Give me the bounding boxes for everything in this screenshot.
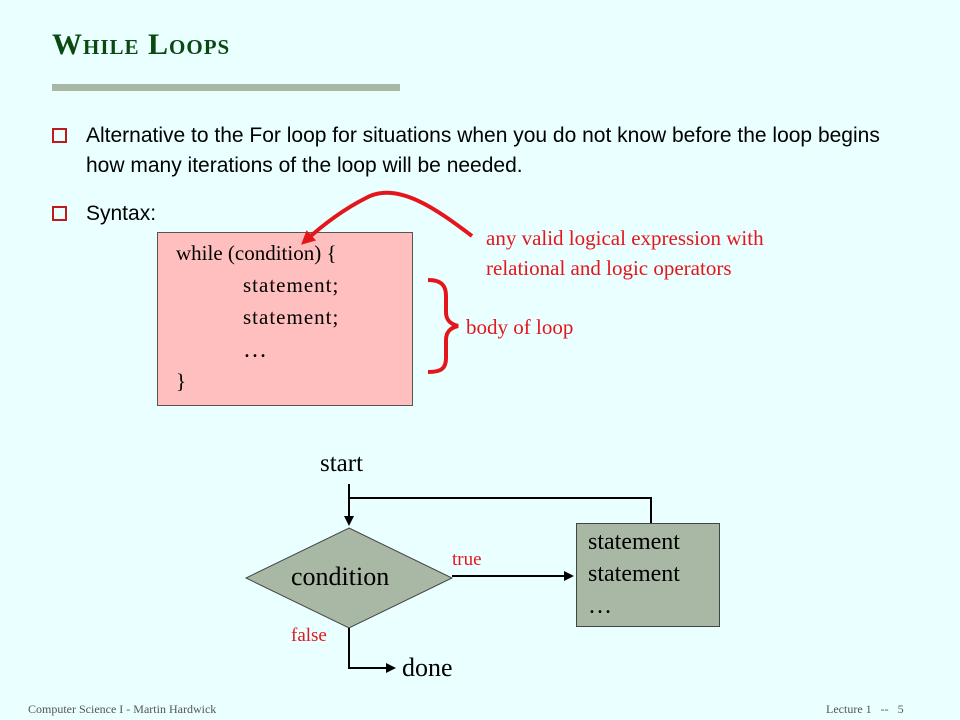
- loop-back-line: [349, 497, 652, 523]
- condition-pointer-arrow: [301, 190, 474, 245]
- footer-lecture: Lecture 1 -- 5: [826, 702, 904, 716]
- title-underline: [52, 84, 400, 91]
- flow-statement-ellipsis: …: [588, 593, 612, 619]
- bullet-text: Syntax:: [86, 202, 157, 225]
- flow-start-label: start: [320, 450, 364, 477]
- flow-false-label: false: [291, 625, 327, 646]
- flow-statement-1: statement: [588, 529, 680, 555]
- flow-done-label: done: [402, 653, 453, 682]
- body-of-loop-note: body of loop: [466, 315, 574, 339]
- checkbox-bullet-icon: [52, 206, 67, 221]
- bullet-syntax: Syntax:: [52, 199, 912, 229]
- code-line-ellipsis: …: [243, 337, 267, 363]
- condition-note-line-2: relational and logic operators: [486, 256, 732, 280]
- bullet-alternative: Alternative to the For loop for situatio…: [52, 121, 912, 181]
- flow-true-label: true: [452, 549, 482, 570]
- code-block: while (condition) { statement; statement…: [157, 232, 413, 406]
- body-curly-brace: [427, 278, 459, 374]
- false-arrow: [348, 628, 396, 673]
- flow-condition-label: condition: [291, 562, 390, 591]
- statement-box: [576, 523, 720, 627]
- code-line-statement-1: statement;: [243, 273, 340, 297]
- code-line-statement-2: statement;: [243, 305, 340, 329]
- bullet-text: Alternative to the For loop for situatio…: [86, 124, 880, 177]
- checkbox-bullet-icon: [52, 128, 67, 143]
- footer-course: Computer Science I - Martin Hardwick: [28, 702, 217, 716]
- flow-statement-2: statement: [588, 561, 680, 587]
- condition-note-line-1: any valid logical expression with: [486, 226, 764, 250]
- code-line-close-brace: }: [176, 369, 187, 393]
- slide-title: While Loops: [52, 28, 231, 61]
- code-line-while: while (condition) {: [176, 241, 337, 265]
